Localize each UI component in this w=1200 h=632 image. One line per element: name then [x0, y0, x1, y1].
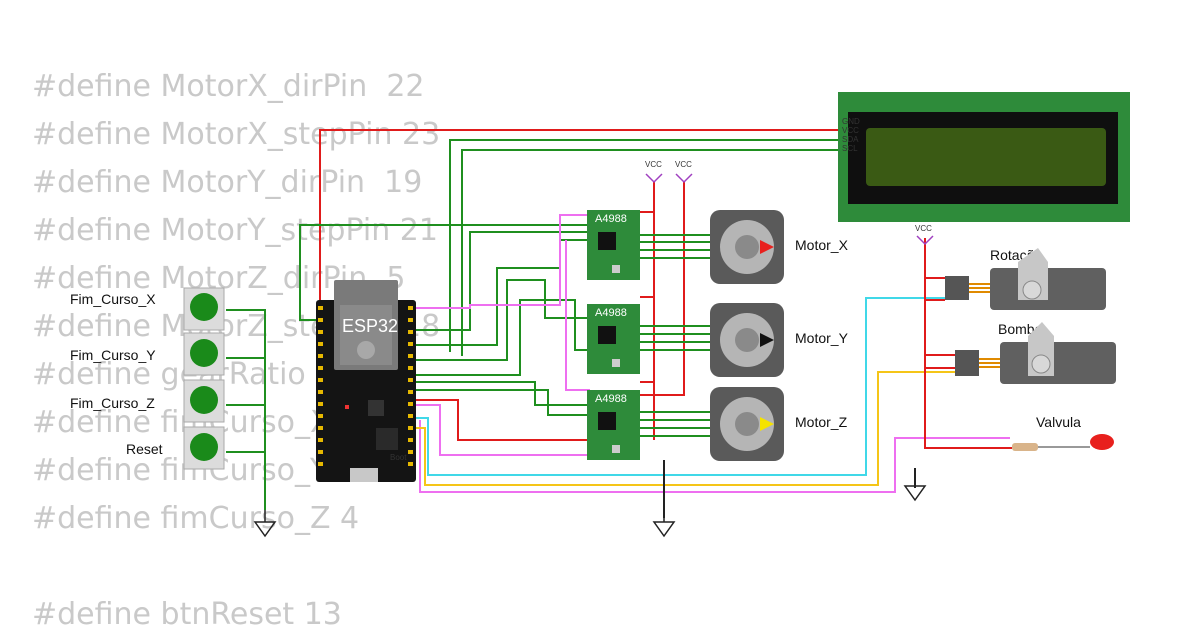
wire-led[interactable] — [419, 420, 1010, 493]
driver-label: A4988 — [595, 213, 627, 225]
motor-pointer — [760, 417, 774, 431]
servo-rotacao[interactable]: Rotação — [945, 247, 1106, 310]
wire-servo-rotacao[interactable] — [410, 297, 945, 476]
wire-driver-vcc2[interactable] — [640, 182, 685, 396]
lcd-pin-vcc: VCC — [842, 126, 859, 135]
button-label: Fim_Curso_Z — [70, 395, 155, 411]
wire-driver-vcc1[interactable] — [640, 182, 655, 440]
code-line: #define MotorY_dirPin 19 — [32, 165, 423, 200]
wire-servo-vcc-taps[interactable] — [925, 277, 955, 369]
motor-pointer — [760, 333, 774, 347]
lcd-pin-scl: SCL — [842, 144, 858, 153]
vcc-symbol: VCC — [645, 160, 663, 184]
button-fim-curso-x[interactable]: Fim_Curso_X — [70, 287, 225, 331]
wire-driver-z-dir[interactable] — [410, 381, 590, 406]
wire-magenta-1[interactable] — [410, 214, 590, 309]
gnd-symbol — [253, 510, 277, 538]
code-line: #define btnReset 13 — [32, 597, 342, 632]
button-label: Reset — [126, 441, 163, 457]
gnd-symbol — [652, 506, 676, 538]
wire-red-z[interactable] — [410, 399, 590, 441]
button-reset[interactable]: Reset — [126, 426, 225, 470]
gnd-symbol — [903, 485, 927, 502]
esp32-pins-left — [318, 306, 323, 466]
code-line: #define MotorX_stepPin 23 — [32, 117, 441, 152]
driver-a4988-x[interactable]: A4988 — [587, 210, 640, 280]
driver-label: A4988 — [595, 393, 627, 405]
esp32-pins-right — [408, 306, 413, 466]
resistor — [1012, 443, 1038, 451]
led-bulb — [1090, 434, 1114, 450]
wire-magenta-3[interactable] — [410, 404, 590, 456]
driver-a4988-z[interactable]: A4988 — [587, 390, 640, 460]
lcd-display[interactable]: GND VCC SDA SCL — [838, 92, 1130, 222]
driver-label: A4988 — [595, 307, 627, 319]
usb-port — [350, 468, 378, 482]
motor-z[interactable]: Motor_Z — [710, 387, 848, 461]
boot-label: Boot — [390, 453, 407, 462]
vcc-label: VCC — [675, 160, 692, 169]
wire-scl-lcd[interactable] — [461, 149, 842, 356]
code-line: #define fimCurso_Z 4 — [32, 501, 360, 536]
code-line: #define MotorX_dirPin 22 — [32, 69, 425, 104]
lcd-pin-sda: SDA — [842, 135, 859, 144]
esp32-label: ESP32 — [342, 316, 398, 336]
wire-servo-bomba[interactable] — [410, 371, 955, 486]
wire-driver-y-dir[interactable] — [410, 279, 590, 361]
wire-magenta-2[interactable] — [565, 240, 590, 391]
wire-btn-gnd[interactable] — [226, 309, 266, 510]
vcc-label: VCC — [915, 224, 932, 233]
motor-label: Motor_Z — [795, 414, 848, 430]
motor-y[interactable]: Motor_Y — [710, 303, 849, 377]
motor-label: Motor_X — [795, 237, 849, 253]
wire-driver-z-step[interactable] — [410, 389, 590, 416]
wire-sda-lcd[interactable] — [449, 139, 842, 352]
button-fim-curso-z[interactable]: Fim_Curso_Z — [70, 379, 225, 423]
wire-driver-x-step[interactable] — [410, 231, 590, 331]
led-valvula[interactable]: Valvula — [1012, 414, 1114, 451]
button-label: Fim_Curso_Y — [70, 347, 156, 363]
wire-servo-vcc[interactable] — [924, 238, 1012, 449]
wire-driver-y-step[interactable] — [410, 299, 590, 376]
led-label: Valvula — [1036, 414, 1081, 430]
code-line: #define fimCurso_Y — [32, 453, 329, 488]
vcc-symbol: VCC — [675, 160, 693, 184]
vcc-symbol: VCC — [915, 224, 934, 246]
motor-label: Motor_Y — [795, 330, 849, 346]
esp32-board[interactable]: ESP32 Boot — [316, 280, 416, 482]
motor-leads — [640, 234, 710, 437]
button-fim-curso-y[interactable]: Fim_Curso_Y — [70, 332, 225, 376]
wire-vcc-lcd[interactable] — [319, 129, 842, 300]
servo-bomba[interactable]: Bomba — [955, 321, 1116, 384]
driver-a4988-y[interactable]: A4988 — [587, 304, 640, 374]
motor-x[interactable]: Motor_X — [710, 210, 849, 284]
vcc-label: VCC — [645, 160, 662, 169]
wires — [226, 129, 1012, 518]
lcd-pin-gnd: GND — [842, 117, 860, 126]
button-label: Fim_Curso_X — [70, 291, 156, 307]
code-line: #define MotorY_stepPin 21 — [32, 213, 438, 248]
motor-pointer — [760, 240, 774, 254]
